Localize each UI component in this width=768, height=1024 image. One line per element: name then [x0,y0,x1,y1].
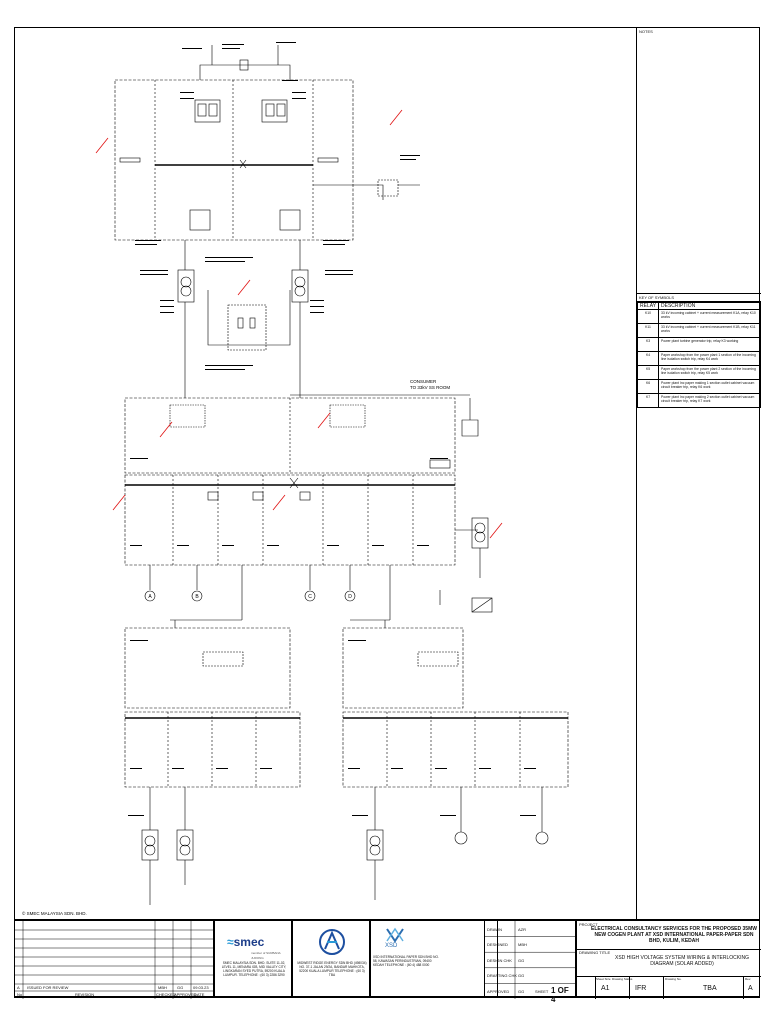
divider [629,976,630,999]
smec-block: ≈smec member of SURBANA JURONG SMEC MALA… [214,920,292,998]
rev-header-checked: CHECKED [156,992,176,997]
smec-logo: ≈smec [227,935,265,949]
description-header: DESCRIPTION [658,302,761,310]
divider [577,949,761,950]
consumer-sub: TO 33kV SS ROOM [410,385,450,390]
xsd-address: XSD INTERNATIONAL PAPER SDN BHD NO. 58, … [373,955,439,967]
role-approved-label: APPROVED [487,989,510,994]
role-designed-label: DESIGNED [487,942,508,947]
role-drawn-value: AZR [518,927,526,932]
sheet-size-label: Sheet Size [596,977,611,981]
copyright-note: © SMEC MALAYSIA SDN. BHD. [22,910,87,916]
drawing-sheet-border [14,27,760,997]
xsd-block: XSD XSD INTERNATIONAL PAPER SDN BHD NO. … [370,920,498,998]
smec-address: SMEC MALAYSIA SDN. BHD. SUITE 11-02, LEV… [221,961,287,977]
notes-panel: NOTES KEY OF SYMBOLS RELAY DESCRIPTION K… [636,27,761,919]
rev-entry-no: A [17,985,20,990]
role-drafting-chk-label: DRAFTING CHK [487,973,517,978]
rev-header-no: No [17,992,23,997]
role-designed-value: MBH [518,942,527,947]
rev-header-approved: APPROVED [174,992,197,997]
smec-logo-mark: ≈ [227,935,234,949]
revision-grid [15,921,215,999]
bus-label-a: A [148,594,152,600]
sheet-label: SHEET [535,989,549,994]
sheet-size-value: A1 [601,985,610,992]
project-block: PROJECT ELECTRICAL CONSULTANCY SERVICES … [576,920,761,999]
drawing-title-label: DRAWING TITLE [579,950,611,955]
divider [663,976,664,999]
sheet-value: 1 OF 4 [551,986,569,1004]
project-name: ELECTRICAL CONSULTANCY SERVICES FOR THE … [591,926,757,944]
key-of-symbols-label: KEY OF SYMBOLS [637,294,761,302]
rev-entry-date: 09.03.23 [193,985,209,990]
role-design-chk-value: GG [518,958,525,963]
drawing-status-value: IFR [635,985,647,992]
drawing-no-value: TBA [703,985,717,992]
role-drawn-label: DRAWN [487,927,502,932]
bus-label-d: D [348,594,352,600]
role-drafting-chk-value: GG [518,973,525,978]
rev-entry-desc: ISSUED FOR REVIEW [27,985,69,990]
company2-block: MIDWEST RIDGE ENERGY SDN BHD (498034) NO… [292,920,370,998]
drawing-no-label: Drawing No. [665,977,682,981]
rev-entry-approved: GG [177,985,184,990]
rev-label: Rev. [745,977,751,981]
revision-table: A ISSUED FOR REVIEW MBH GG 09.03.23 No R… [14,920,215,999]
title-block: A ISSUED FOR REVIEW MBH GG 09.03.23 No R… [14,919,761,1004]
bus-label-b: B [195,594,199,600]
roles-table: DRAWN AZR DESIGNED MBH DESIGN CHK GG DRA… [484,920,577,1004]
divider [743,976,744,999]
divider [577,976,761,977]
smec-sub: member of SURBANA JURONG [251,951,281,960]
company2-logo-icon [319,929,345,955]
company2-address: MIDWEST RIDGE ENERGY SDN BHD (498034) NO… [297,961,367,977]
notes-label: NOTES [639,29,653,34]
roles-grid [485,921,577,999]
drawing-title: XSD HIGH VOLTAGE SYSTEM WIRING & INTERLO… [615,955,749,967]
divider [595,976,596,999]
bus-label-c: C [308,594,312,600]
xsd-logo-icon [386,927,404,943]
rev-header-date: DATE [194,992,205,997]
rev-entry-checked: MBH [158,985,167,990]
consumer-label: CONSUMER [410,379,437,384]
rev-header-revision: REVISION [75,992,95,997]
rev-value: A [748,985,753,992]
project-label: PROJECT [579,922,598,927]
xsd-logo: XSD [385,943,398,949]
status-label: Drawing Status [612,977,633,981]
role-approved-value: GG [518,989,525,994]
role-design-chk-label: DESIGN CHK [487,958,512,963]
relay-header: RELAY [636,302,660,310]
